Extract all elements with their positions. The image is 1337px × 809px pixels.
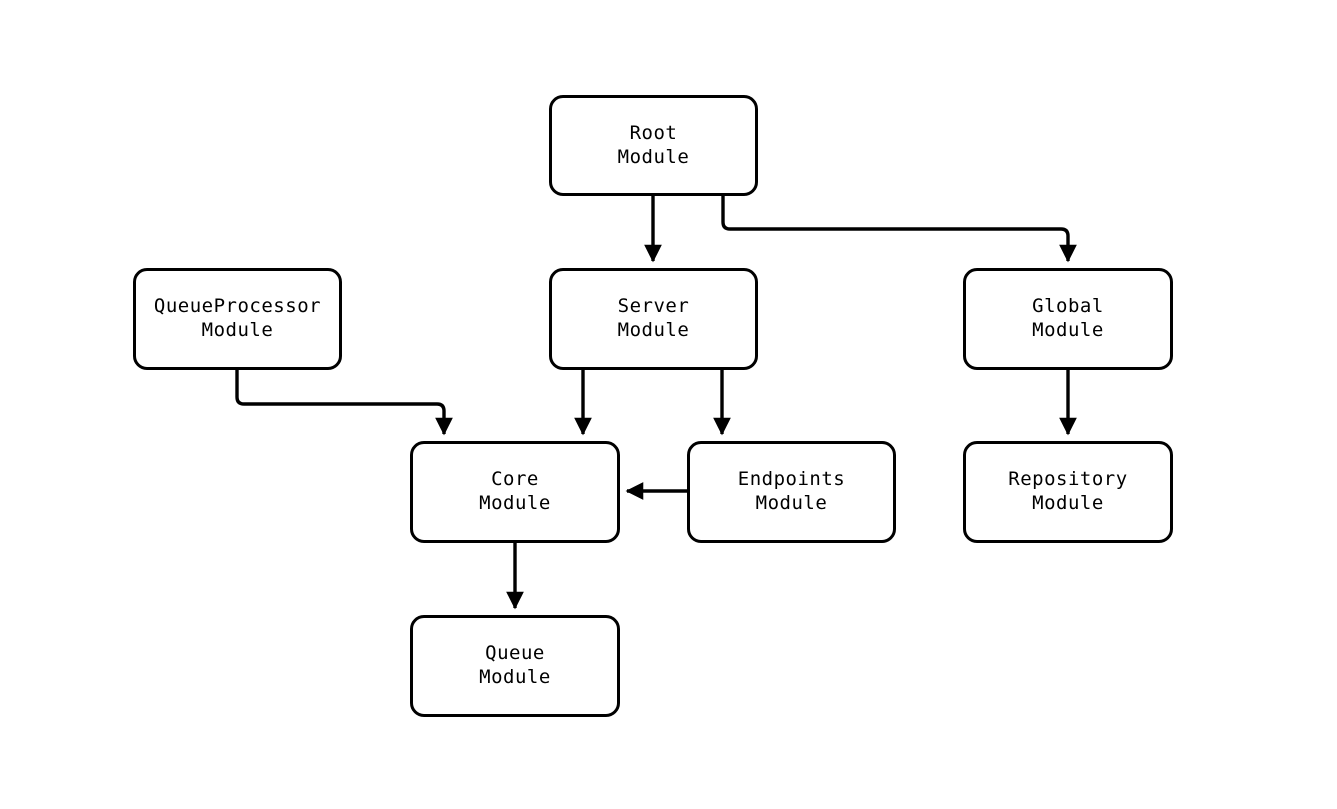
node-global-subtitle: Module [1032,319,1104,341]
node-queueprocessor[interactable]: QueueProcessor Module [133,268,342,370]
node-repository[interactable]: Repository Module [963,441,1173,543]
node-server[interactable]: Server Module [549,268,758,370]
node-queueprocessor-subtitle: Module [201,319,274,341]
node-repository-subtitle: Module [1032,492,1104,514]
node-server-title: Server [617,295,690,318]
node-endpoints[interactable]: Endpoints Module [687,441,896,543]
edge-root-to-global [721,196,1077,263]
node-root-subtitle: Module [617,145,690,168]
node-core[interactable]: Core Module [410,441,620,543]
node-server-subtitle: Module [617,319,690,341]
node-repository-title: Repository [1008,468,1128,491]
node-endpoints-title: Endpoints [737,468,846,491]
node-endpoints-subtitle: Module [755,492,828,514]
node-queue-title: Queue [485,642,545,665]
node-core-subtitle: Module [479,492,551,514]
node-queue[interactable]: Queue Module [410,615,620,717]
node-queue-subtitle: Module [479,666,551,688]
node-root[interactable]: Root Module [549,95,758,196]
edge-queueprocessor-to-core [235,370,453,436]
node-global-title: Global [1032,295,1104,318]
node-core-title: Core [491,468,539,491]
node-queueprocessor-title: QueueProcessor [153,295,322,318]
node-root-title: Root [629,121,678,144]
node-global[interactable]: Global Module [963,268,1173,370]
